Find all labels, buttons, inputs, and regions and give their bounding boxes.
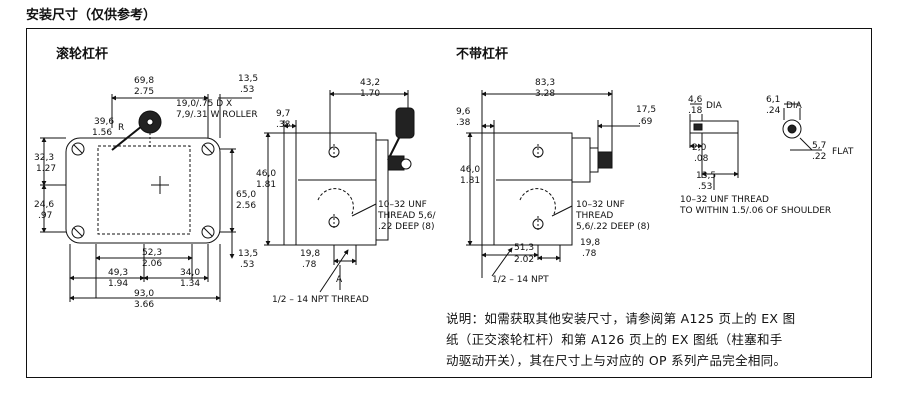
dim-label: .53	[240, 260, 254, 270]
dim-label: 24,6	[34, 200, 54, 210]
no-lever-side-view	[466, 90, 640, 278]
dim-label: 4,6	[688, 95, 703, 105]
dim-label: 6,1	[766, 95, 780, 105]
dim-label: THREAD 5,6/	[377, 211, 436, 221]
roller-front-view	[40, 94, 252, 302]
dim-label: .97	[38, 211, 52, 221]
dim-label: 1.34	[180, 279, 200, 289]
dim-label: 17,5	[636, 105, 656, 115]
dim-label: 1.81	[256, 180, 276, 190]
dim-label: 3.66	[134, 300, 154, 310]
dim-label: 3.28	[535, 89, 555, 99]
dim-label: 1.81	[460, 176, 480, 186]
dim-label: .78	[302, 260, 317, 270]
dim-label: 2,0	[692, 143, 707, 153]
dim-label: 5,6/.22 DEEP (8)	[576, 222, 650, 232]
dim-label: 19,0/.75 D X	[176, 99, 232, 109]
dim-label: .53	[698, 182, 712, 192]
dim-label: 1.56	[92, 128, 112, 138]
dim-label: 13,5	[696, 171, 716, 181]
dim-label: 49,3	[108, 268, 128, 278]
npt-callout: 1/2 – 14 NPT	[492, 275, 549, 285]
dim-label: 34,0	[180, 268, 200, 278]
dim-label: 65,0	[236, 190, 256, 200]
dim-label: .38	[276, 120, 291, 130]
dim-label: 69,8	[134, 76, 154, 86]
dim-label: 10–32 UNF	[378, 200, 427, 210]
dim-label: 46,0	[256, 169, 276, 179]
dim-label: 9,6	[456, 107, 471, 117]
dim-label: DIA	[706, 101, 723, 111]
dim-label: .24	[766, 106, 781, 116]
note-line: 动驱动开关），其在尺寸上与对应的 OP 系列产品完全相同。	[446, 353, 787, 368]
dim-label: 2.02	[514, 255, 534, 265]
dim-label: 2.06	[142, 259, 162, 269]
section-marker-a: A	[336, 275, 343, 285]
dim-label: THREAD	[575, 211, 613, 221]
dim-label: 1.94	[108, 279, 128, 289]
dim-label: 9,7	[276, 109, 290, 119]
dim-label: .18	[688, 106, 703, 116]
dim-label: 2.75	[134, 87, 154, 97]
dim-label: R	[118, 123, 124, 133]
dim-label: 46,0	[460, 165, 480, 175]
dim-label: .22 DEEP (8)	[378, 222, 435, 232]
dim-label: 1.70	[360, 89, 380, 99]
dim-label: .22	[812, 152, 826, 162]
note-line: 说明：如需获取其他安装尺寸，请参阅第 A125 页上的 EX 图	[446, 311, 796, 326]
dim-label: .38	[456, 118, 471, 128]
dim-label: 7,9/.31 W ROLLER	[176, 110, 258, 120]
dim-label: 19,8	[580, 238, 600, 248]
drawing-frame	[26, 28, 872, 378]
page-title: 安装尺寸（仅供参考）	[26, 8, 157, 23]
dim-label: 19,8	[300, 249, 320, 259]
dim-label: .69	[638, 117, 653, 127]
dimension-labels: 69,8 2.75 13,5 .53 39,6 1.56 R 19,0/.75 …	[34, 74, 854, 310]
dim-label: 10–32 UNF THREAD	[680, 195, 769, 205]
dim-label: TO WITHIN 1.5/.06 OF SHOULDER	[679, 206, 831, 216]
dim-label: 2.56	[236, 201, 256, 211]
dim-label: 39,6	[94, 117, 114, 127]
mounting-note: 说明：如需获取其他安装尺寸，请参阅第 A125 页上的 EX 图 纸（正交滚轮杠…	[446, 308, 842, 371]
dim-label: 13,5	[238, 249, 258, 259]
dim-label: 51,3	[514, 243, 534, 253]
note-line: 纸（正交滚轮杠杆）和第 A126 页上的 EX 图纸（柱塞和手	[446, 332, 783, 347]
roller-side-view	[264, 90, 415, 293]
section-title-roller: 滚轮杠杆	[56, 47, 109, 62]
dim-label: .78	[582, 249, 597, 259]
dim-label: .53	[240, 85, 254, 95]
dim-label: DIA	[786, 101, 803, 111]
dim-label: 43,2	[360, 78, 380, 88]
dim-label: 13,5	[238, 74, 258, 84]
dim-label: 10–32 UNF	[576, 200, 625, 210]
dim-label: 1.27	[36, 164, 56, 174]
dim-label: 93,0	[134, 289, 154, 299]
section-title-no-lever: 不带杠杆	[456, 47, 509, 62]
dim-label: FLAT	[832, 147, 854, 157]
dim-label: .08	[694, 154, 709, 164]
dim-label: 32,3	[34, 153, 54, 163]
plunger-detail	[689, 103, 822, 190]
dim-label: 5,7	[812, 141, 826, 151]
dim-label: 52,3	[142, 248, 162, 258]
npt-callout: 1/2 – 14 NPT THREAD	[272, 295, 369, 305]
dim-label: 83,3	[535, 78, 555, 88]
